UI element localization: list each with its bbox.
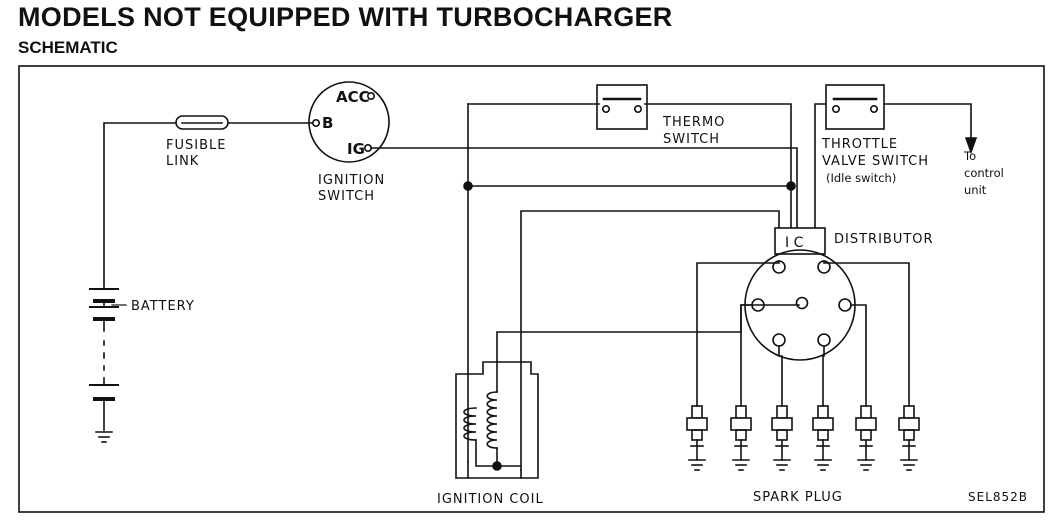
- thermo-switch-label-line1: THERMO: [662, 115, 725, 130]
- spark-plug-4: [812, 405, 834, 471]
- ignition-ig-terminal: IG: [347, 140, 365, 158]
- distributor-ic-label: I C: [785, 235, 804, 251]
- secondary-winding: [475, 361, 522, 467]
- thermo-switch-icon: [596, 84, 648, 130]
- spark-plug-leads: [696, 260, 910, 407]
- fusible-link-label-line2: LINK: [166, 154, 199, 169]
- control-unit-label-line1: To: [963, 149, 976, 163]
- battery-label: BATTERY: [131, 299, 195, 314]
- thermo-switch-label-line2: SWITCH: [663, 132, 720, 147]
- battery-circuit: [95, 122, 313, 443]
- coil-junction-dot: [492, 461, 502, 471]
- ignition-b-terminal: B: [322, 114, 333, 132]
- spark-plug-label: SPARK PLUG: [753, 490, 843, 505]
- ignition-acc-terminal: ACC: [336, 88, 370, 106]
- junction-dot: [463, 181, 473, 191]
- spark-plug-3: [771, 405, 793, 471]
- throttle-valve-switch-label-line3: (Idle switch): [826, 171, 896, 185]
- spark-plug-2: [730, 405, 752, 471]
- spark-plug-1: [686, 405, 708, 471]
- page-title: MODELS NOT EQUIPPED WITH TURBOCHARGER: [18, 2, 673, 32]
- ignition-coil-icon: [455, 361, 539, 479]
- throttle-valve-switch-icon: [825, 84, 885, 130]
- ignition-switch-label-line1: IGNITION: [318, 173, 385, 188]
- junction-dot: [786, 181, 796, 191]
- spark-plug-group: [686, 405, 920, 471]
- control-unit-label-line2: control: [964, 166, 1004, 180]
- spark-plug-6: [898, 405, 920, 471]
- ignition-switch-icon: [308, 81, 390, 163]
- distributor-label: DISTRIBUTOR: [834, 232, 934, 247]
- battery-icon: [89, 288, 119, 401]
- ignition-switch-label-line2: SWITCH: [318, 189, 375, 204]
- spark-plug-5: [855, 405, 877, 471]
- fusible-link-label-line1: FUSIBLE: [166, 138, 226, 153]
- schematic-frame: [18, 65, 1045, 513]
- control-unit-arrow: [964, 137, 978, 155]
- throttle-valve-switch-label-line2: VALVE SWITCH: [822, 154, 929, 169]
- control-unit-label-line3: unit: [964, 183, 987, 197]
- fusible-link-icon: [175, 115, 229, 130]
- section-subtitle: SCHEMATIC: [18, 38, 118, 57]
- primary-winding: [463, 407, 477, 441]
- ignition-coil-label: IGNITION COIL: [437, 492, 544, 507]
- figure-code: SEL852B: [968, 490, 1028, 504]
- throttle-valve-switch-label-line1: THROTTLE: [821, 137, 898, 152]
